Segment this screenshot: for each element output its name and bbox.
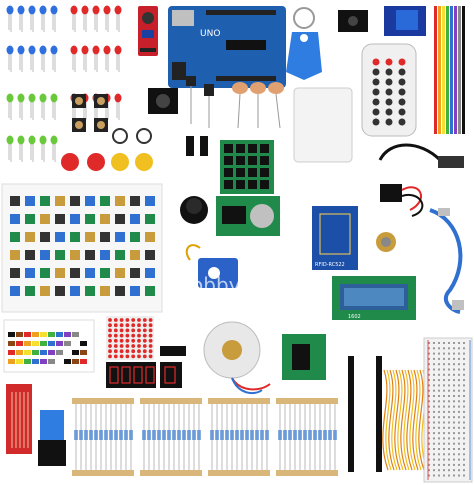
rfid-keyfob — [286, 7, 322, 80]
stepper-motor — [203, 321, 271, 395]
resistor-color-code-card — [3, 319, 95, 373]
dht-sensor — [38, 410, 66, 466]
breadboard — [423, 337, 473, 483]
rfid-card — [293, 87, 353, 163]
usb-cable — [429, 208, 464, 314]
small-components — [186, 76, 284, 156]
keypad-4x4 — [220, 140, 274, 194]
dc-power-cable — [378, 143, 464, 168]
led-array — [6, 5, 122, 162]
watermark-text: Hobbyist Shop — [176, 273, 321, 297]
lcd-1602-module: 1602 — [332, 276, 416, 320]
relay-module — [384, 6, 426, 36]
lcd-label: 1602 — [348, 314, 361, 320]
ir-remote — [361, 43, 417, 137]
jumper-wires-loose — [382, 369, 428, 471]
potentiometer — [376, 232, 396, 252]
push-button-set — [61, 94, 153, 171]
water-level-sensor — [6, 384, 32, 454]
header-pins — [348, 356, 382, 472]
resistor-strips — [72, 398, 338, 476]
led-matrix-8x8 — [106, 316, 154, 360]
rfid-label: RFID-RC522 — [315, 262, 345, 268]
component-chart-card — [1, 183, 163, 313]
stepper-driver-board — [282, 334, 326, 380]
arduino-uno-board: UNO — [168, 6, 286, 88]
joystick-module-small — [148, 88, 178, 114]
rfid-reader-module: RFID-RC522 — [312, 206, 358, 270]
seven-segment-displays — [106, 346, 186, 388]
servo-motor — [185, 244, 238, 288]
rtc-module — [216, 196, 280, 236]
small-sensor-module — [338, 10, 368, 32]
board-label: UNO — [200, 29, 220, 39]
sound-sensor-module — [138, 6, 158, 56]
battery-clip — [380, 184, 424, 217]
jumper-wire-bundle — [434, 6, 465, 134]
joystick-large — [180, 196, 208, 224]
